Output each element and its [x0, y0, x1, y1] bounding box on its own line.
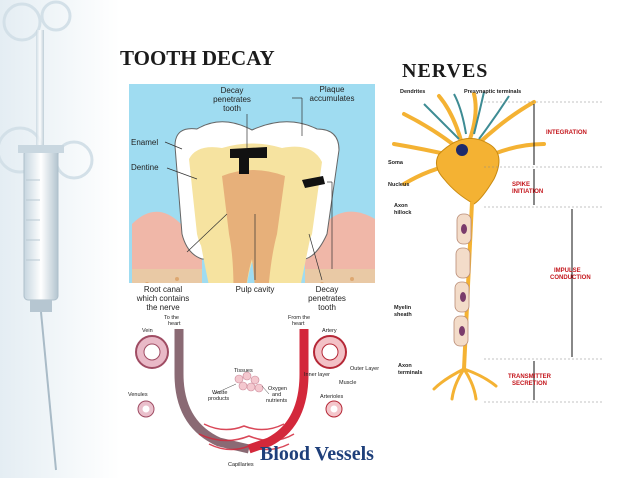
oxygen-label-2: and: [272, 392, 281, 398]
root-canal-label-3: the nerve: [146, 303, 180, 312]
tooth-decay-title: TOOTH DECAY: [120, 46, 275, 70]
impulse-label-1: IMPULSE: [554, 268, 581, 274]
tooth-diagram: Enamel Dentine Decay penetrates tooth Pl…: [127, 84, 375, 312]
tissues-label: Tissues: [234, 368, 253, 374]
waste-label-1: Waste: [212, 390, 227, 396]
pulp-cavity-label: Pulp cavity: [236, 285, 275, 294]
artery-label: Artery: [322, 328, 337, 334]
axon-hillock-label-1: Axon: [394, 203, 408, 209]
venules-label: Venules: [128, 392, 148, 398]
from-heart-label-1: From the: [288, 315, 310, 321]
decay-top: [230, 147, 267, 174]
impulse-label-2: CONDUCTION: [550, 275, 591, 281]
nucleus-label: Nucleus: [388, 182, 409, 188]
axon-hillock-label-2: hillock: [394, 210, 412, 216]
syringe-decoration: [0, 0, 94, 471]
nerves-title: NERVES: [402, 60, 489, 82]
inner-layer-label: Inner layer: [304, 372, 330, 378]
root-canal-label-2: which contains: [136, 294, 189, 303]
decay-top-label-2: penetrates: [213, 95, 251, 104]
muscle-label: Muscle: [339, 380, 356, 386]
decay-top-label-1: Decay: [221, 86, 244, 95]
to-heart-label-2: heart: [168, 321, 181, 327]
capillaries-label: Capillaries: [228, 462, 254, 468]
dentine-label: Dentine: [131, 163, 159, 172]
tooth-bottom-labels: Root canal which contains the nerve Pulp…: [127, 283, 375, 319]
spike-label-2: INITIATION: [512, 189, 543, 195]
myelin-label-1: Myelin: [394, 305, 412, 311]
from-heart-label-2: heart: [292, 321, 305, 327]
soma-label: Soma: [388, 160, 404, 166]
blood-vessel-diagram: To the heart From the heart Vein Artery …: [124, 314, 390, 472]
decay-side: [302, 176, 325, 188]
myelin-label-2: sheath: [394, 312, 412, 318]
decay-bottom-label-2: penetrates: [308, 294, 346, 303]
neuron-diagram: Dendrites Presynaptic terminals Soma Nuc…: [384, 84, 610, 404]
enamel-label: Enamel: [131, 138, 158, 147]
oxygen-label-1: Oxygen: [268, 386, 287, 392]
plaque-label-1: Plaque: [320, 85, 345, 94]
dendrites-label: Dendrites: [400, 89, 425, 95]
integration-label: INTEGRATION: [546, 130, 587, 136]
axon-terminals-label-1: Axon: [398, 363, 412, 369]
axon-terminals-label-2: terminals: [398, 370, 422, 376]
vein-label: Vein: [142, 328, 153, 334]
blood-vessels-title: Blood Vessels: [260, 443, 374, 465]
spike-label-1: SPIKE: [512, 182, 530, 188]
transmitter-label-2: SECRETION: [512, 381, 547, 387]
oxygen-label-3: nutrients: [266, 398, 287, 404]
root-canal-label-1: Root canal: [144, 285, 182, 294]
plaque-label-2: accumulates: [310, 94, 355, 103]
decay-top-label-3: tooth: [223, 104, 241, 113]
waste-label-2: products: [208, 396, 229, 402]
outer-layer-label: Outer Layer: [350, 366, 379, 372]
arterioles-label: Arterioles: [320, 394, 343, 400]
decay-bottom-label-3: tooth: [318, 303, 336, 312]
to-heart-label-1: To the: [164, 315, 179, 321]
transmitter-label-1: TRANSMITTER: [508, 374, 552, 380]
decay-bottom-label-1: Decay: [316, 285, 339, 294]
presynaptic-label: Presynaptic terminals: [464, 89, 521, 95]
